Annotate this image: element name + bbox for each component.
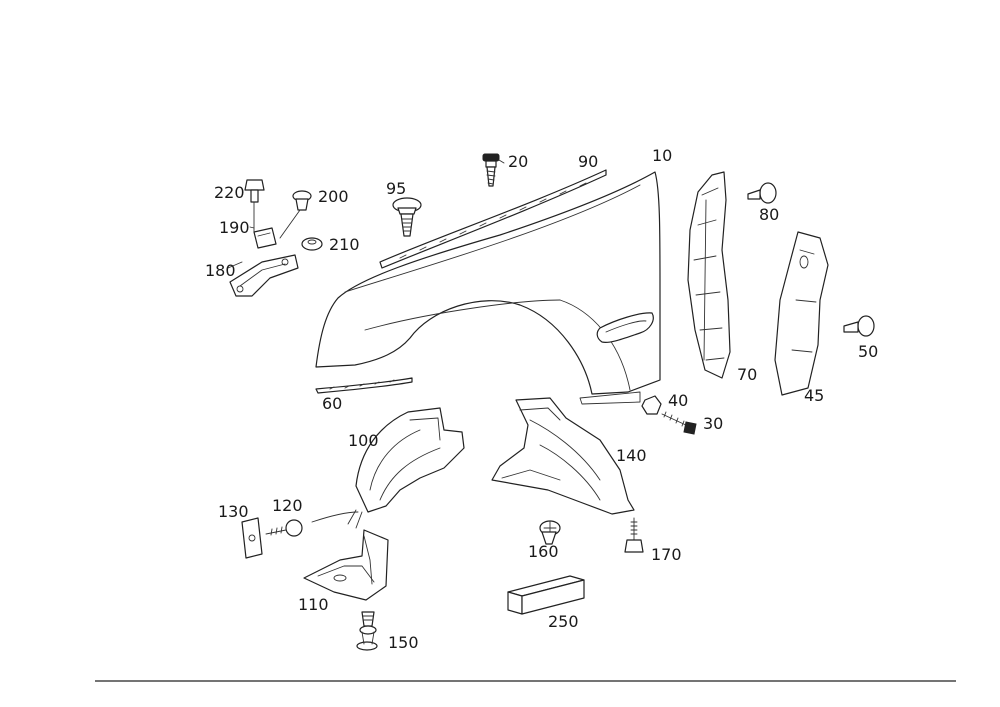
callout-30: 30: [703, 414, 723, 433]
callout-40: 40: [668, 391, 688, 410]
clip-part-130: [241, 517, 263, 559]
callout-110: 110: [298, 595, 329, 614]
callout-150: 150: [388, 633, 419, 652]
box-part-250: [507, 575, 585, 615]
bracket-part-180: [229, 254, 299, 297]
fender-part-10: [315, 171, 661, 405]
callout-250: 250: [548, 612, 579, 631]
leader-lines: [227, 159, 505, 269]
callout-20: 20: [508, 152, 528, 171]
nut-part-40: [641, 395, 662, 415]
screw-part-120: [265, 511, 359, 537]
clip-part-80: [747, 182, 777, 204]
tray-part-110: [303, 529, 389, 601]
callout-50: 50: [858, 342, 878, 361]
callout-210: 210: [329, 235, 360, 254]
clip-part-150: [356, 611, 378, 651]
clip-part-95: [392, 197, 422, 237]
seal-part-60: [315, 377, 413, 394]
screw-part-170: [624, 517, 644, 553]
bracket-part-190: [253, 227, 277, 249]
callout-190: 190: [219, 218, 250, 237]
callout-120: 120: [272, 496, 303, 515]
callout-80: 80: [759, 205, 779, 224]
panel-part-70: [687, 171, 731, 379]
strip-part-90: [379, 169, 607, 269]
clip-part-160: [539, 520, 561, 545]
callout-45: 45: [804, 386, 824, 405]
callout-220: 220: [214, 183, 245, 202]
callout-160: 160: [528, 542, 559, 561]
callout-90: 90: [578, 152, 598, 171]
callout-70: 70: [737, 365, 757, 384]
bolt-part-220: [244, 179, 265, 233]
callout-labels: 220 200 190 210 180 95 20 90 10 80 70 50…: [205, 146, 878, 652]
liner-part-100: [347, 407, 465, 529]
nut-part-200: [279, 190, 312, 239]
callout-200: 200: [318, 187, 349, 206]
callout-130: 130: [218, 502, 249, 521]
callout-95: 95: [386, 179, 406, 198]
callout-100: 100: [348, 431, 379, 450]
callout-180: 180: [205, 261, 236, 280]
callout-140: 140: [616, 446, 647, 465]
callout-170: 170: [651, 545, 682, 564]
clip-part-50: [843, 315, 875, 337]
grommet-part-210: [301, 237, 323, 251]
callout-10: 10: [652, 146, 672, 165]
liner-part-140: [491, 397, 635, 515]
bolt-part-30: [661, 411, 697, 435]
callout-60: 60: [322, 394, 342, 413]
panel-part-45: [774, 231, 829, 396]
screw-part-20: [482, 153, 500, 187]
